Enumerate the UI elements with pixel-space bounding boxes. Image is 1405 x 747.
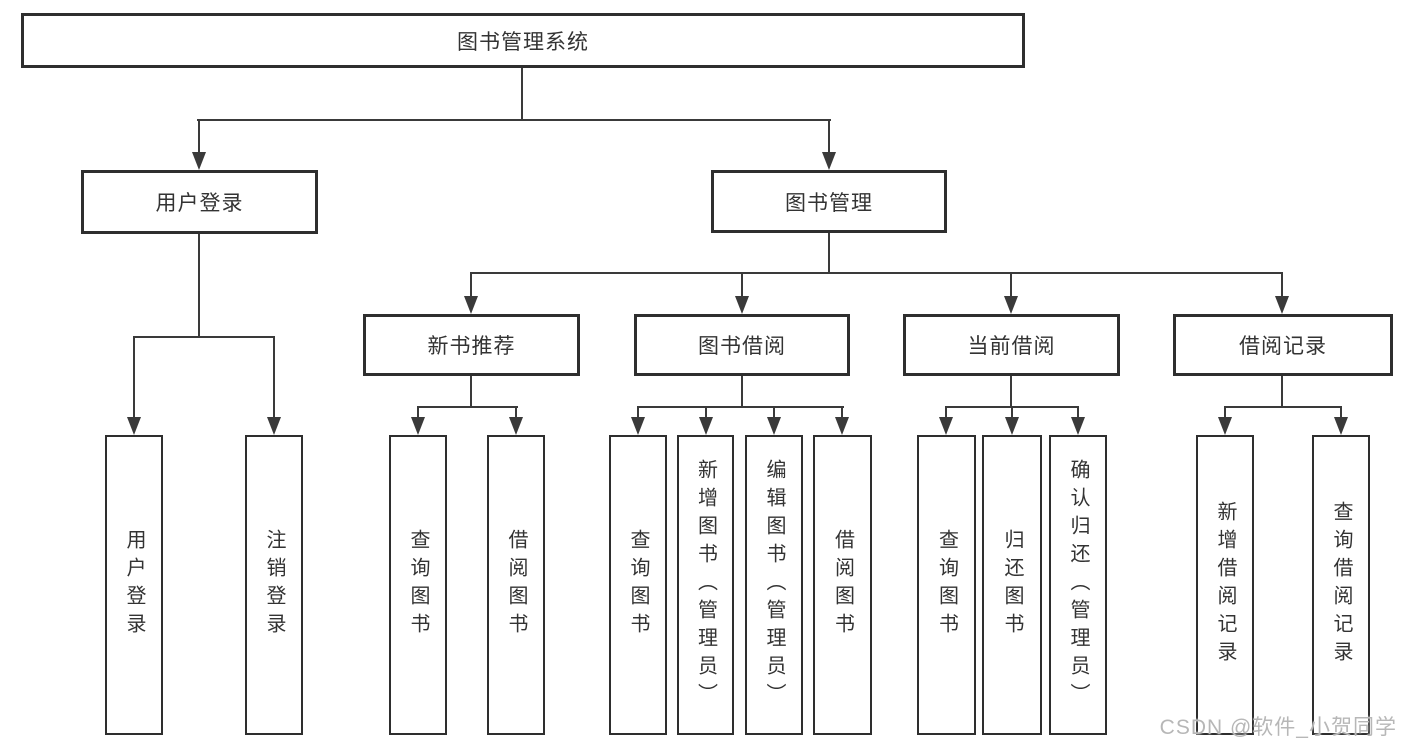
node-book-borrow-label: 图书借阅 [698, 335, 786, 358]
connector-line [1281, 272, 1283, 298]
leaf-return-books: 归还图书 [982, 435, 1042, 735]
leaf-borrow-books-2-label: 借阅图书 [831, 529, 854, 641]
leaf-add-borrow-record: 新增借阅记录 [1196, 435, 1254, 735]
connector-line [637, 406, 844, 408]
leaf-query-borrow-record: 查询借阅记录 [1312, 435, 1370, 735]
connector-line [197, 119, 831, 121]
leaf-query-books-borrow-label: 查询图书 [627, 529, 649, 641]
node-new-book-recommend: 新书推荐 [363, 314, 580, 376]
leaf-logout-login: 注销登录 [245, 435, 303, 735]
node-root: 图书管理系统 [21, 13, 1025, 68]
arrow-down-icon [939, 417, 953, 435]
leaf-user-login: 用户登录 [105, 435, 163, 735]
connector-line [1077, 406, 1079, 419]
connector-line [741, 272, 743, 298]
arrow-down-icon [822, 152, 836, 170]
leaf-borrow-books-2: 借阅图书 [813, 435, 872, 735]
arrow-down-icon [1005, 417, 1019, 435]
connector-line [1010, 272, 1012, 298]
connector-line [273, 336, 275, 419]
arrow-down-icon [1071, 417, 1085, 435]
leaf-return-books-label: 归还图书 [1001, 529, 1023, 641]
connector-line [1224, 406, 1226, 419]
connector-line [1281, 376, 1283, 408]
node-book-borrow: 图书借阅 [634, 314, 850, 376]
connector-line [773, 406, 775, 419]
connector-line [1224, 406, 1342, 408]
arrow-down-icon [1218, 417, 1232, 435]
node-borrow-records-label: 借阅记录 [1239, 335, 1327, 358]
connector-line [1010, 376, 1012, 408]
connector-line [741, 376, 743, 408]
node-new-book-recommend-label: 新书推荐 [427, 335, 516, 358]
leaf-borrow-books-recommend-label: 借阅图书 [505, 529, 527, 641]
connector-line [470, 272, 1283, 274]
leaf-confirm-return-admin: 确认归还（管理员） [1049, 435, 1107, 735]
node-user-login-label: 用户登录 [155, 192, 244, 215]
arrow-down-icon [735, 296, 749, 314]
connector-line [133, 336, 135, 419]
arrow-down-icon [699, 417, 713, 435]
node-borrow-records: 借阅记录 [1173, 314, 1393, 376]
arrow-down-icon [267, 417, 281, 435]
node-current-borrow: 当前借阅 [903, 314, 1120, 376]
arrow-down-icon [464, 296, 478, 314]
leaf-query-borrow-record-label: 查询借阅记录 [1330, 501, 1352, 669]
connector-line [470, 272, 472, 298]
connector-line [198, 119, 200, 154]
connector-line [417, 406, 518, 408]
connector-line [198, 234, 200, 338]
node-book-management-label: 图书管理 [785, 191, 873, 215]
leaf-edit-book-admin-label: 编辑图书（管理员） [763, 459, 785, 711]
connector-line [521, 68, 523, 121]
connector-line [828, 233, 830, 274]
connector-line [133, 336, 275, 338]
connector-line [1340, 406, 1342, 419]
connector-line [515, 406, 517, 419]
node-current-borrow-label: 当前借阅 [967, 335, 1056, 358]
leaf-borrow-books-recommend: 借阅图书 [487, 435, 545, 735]
leaf-query-books-current-label: 查询图书 [935, 529, 958, 641]
leaf-query-books-borrow: 查询图书 [609, 435, 667, 735]
connector-line [470, 376, 472, 408]
node-root-label: 图书管理系统 [457, 30, 589, 54]
leaf-query-books-recommend-label: 查询图书 [407, 529, 429, 641]
arrow-down-icon [631, 417, 645, 435]
arrow-down-icon [1275, 296, 1289, 314]
arrow-down-icon [1004, 296, 1018, 314]
node-book-management: 图书管理 [711, 170, 947, 233]
watermark: CSDN @软件_小贺同学 [1159, 716, 1397, 739]
connector-line [637, 406, 639, 419]
leaf-query-books-recommend: 查询图书 [389, 435, 447, 735]
connector-line [705, 406, 707, 419]
leaf-add-book-admin-label: 新增图书（管理员） [694, 459, 717, 711]
leaf-add-borrow-record-label: 新增借阅记录 [1214, 501, 1236, 669]
connector-line [945, 406, 947, 419]
leaf-confirm-return-admin-label: 确认归还（管理员） [1067, 459, 1089, 711]
connector-line [417, 406, 419, 419]
connector-line [828, 119, 830, 154]
connector-line [1011, 406, 1013, 419]
arrow-down-icon [767, 417, 781, 435]
leaf-logout-login-label: 注销登录 [263, 529, 285, 641]
leaf-user-login-label: 用户登录 [123, 529, 145, 641]
arrow-down-icon [127, 417, 141, 435]
arrow-down-icon [411, 417, 425, 435]
arrow-down-icon [1334, 417, 1348, 435]
node-user-login: 用户登录 [81, 170, 318, 234]
leaf-add-book-admin: 新增图书（管理员） [677, 435, 734, 735]
arrow-down-icon [835, 417, 849, 435]
arrow-down-icon [509, 417, 523, 435]
connector-line [841, 406, 843, 419]
leaf-query-books-current: 查询图书 [917, 435, 976, 735]
leaf-edit-book-admin: 编辑图书（管理员） [745, 435, 803, 735]
arrow-down-icon [192, 152, 206, 170]
